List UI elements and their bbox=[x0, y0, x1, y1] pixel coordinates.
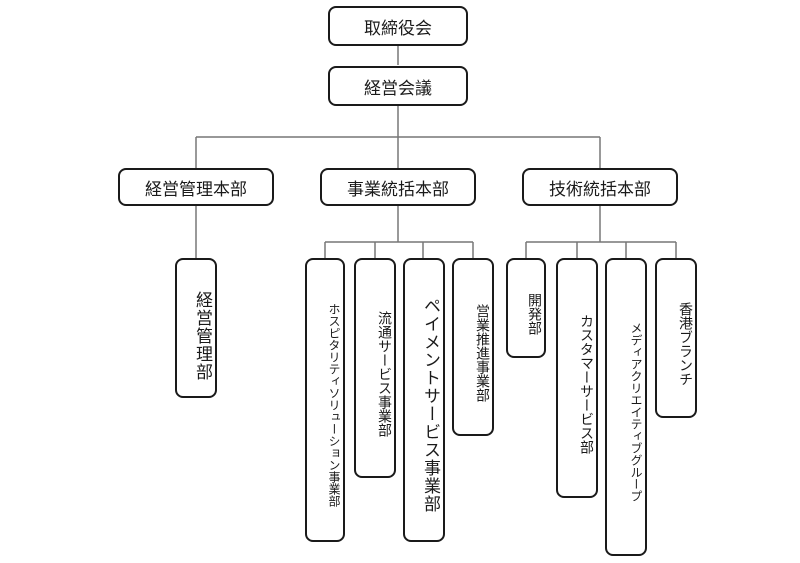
division-label: 事業統括本部 bbox=[347, 179, 449, 200]
management-council-label: 経営会議 bbox=[364, 78, 432, 99]
board-node: 取締役会 bbox=[328, 6, 468, 46]
unit-label: カスタマーサービス部 bbox=[578, 314, 594, 454]
unit-node: 経営管理部 bbox=[175, 258, 217, 398]
division-label: 技術統括本部 bbox=[549, 179, 651, 200]
board-label: 取締役会 bbox=[364, 18, 432, 39]
unit-node: ホスピタリティソリューション事業部 bbox=[305, 258, 345, 542]
division-node-technology: 技術統括本部 bbox=[522, 168, 678, 206]
unit-node: ペイメントサービス事業部 bbox=[403, 258, 445, 542]
unit-label: ホスピタリティソリューション事業部 bbox=[327, 303, 341, 507]
unit-label: メディアクリエイティブグループ bbox=[629, 322, 643, 502]
unit-node: 営業推進事業部 bbox=[452, 258, 494, 436]
unit-node: 開発部 bbox=[506, 258, 546, 358]
unit-label: 香港ブランチ bbox=[677, 302, 693, 386]
division-node-management: 経営管理本部 bbox=[118, 168, 274, 206]
unit-node: カスタマーサービス部 bbox=[556, 258, 598, 498]
unit-node: 流通サービス事業部 bbox=[354, 258, 396, 478]
unit-label: 営業推進事業部 bbox=[474, 304, 490, 402]
division-label: 経営管理本部 bbox=[145, 179, 247, 200]
unit-label: ペイメントサービス事業部 bbox=[420, 297, 440, 513]
unit-node: メディアクリエイティブグループ bbox=[605, 258, 647, 556]
management-council-node: 経営会議 bbox=[328, 66, 468, 106]
division-node-business: 事業統括本部 bbox=[320, 168, 476, 206]
unit-label: 経営管理部 bbox=[192, 291, 212, 381]
unit-node: 香港ブランチ bbox=[655, 258, 697, 418]
unit-label: 流通サービス事業部 bbox=[376, 311, 392, 437]
unit-label: 開発部 bbox=[526, 293, 542, 335]
